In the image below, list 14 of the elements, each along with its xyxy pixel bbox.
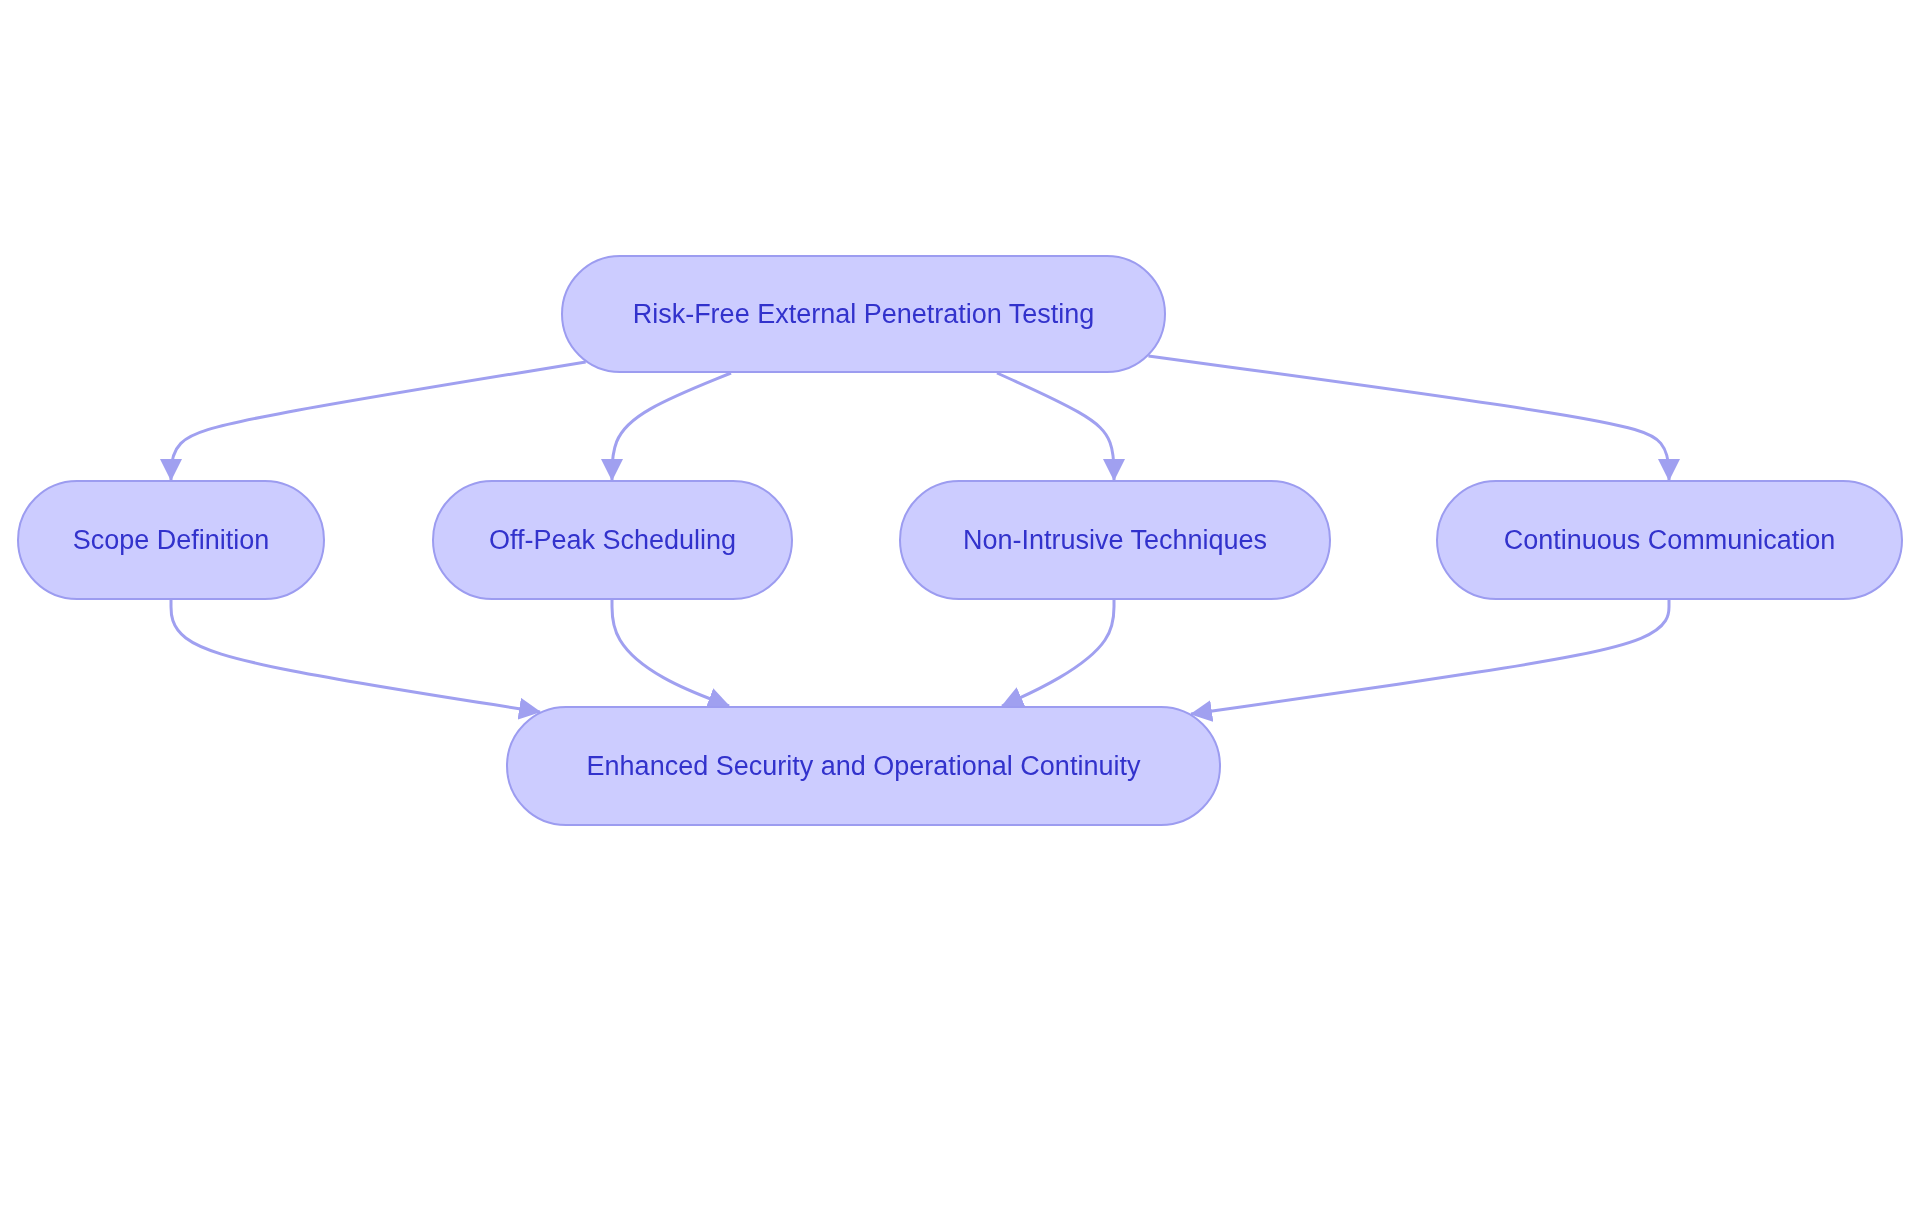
node-label: Risk-Free External Penetration Testing [632, 298, 1095, 330]
arrow [1190, 600, 1671, 722]
node-label: Non-Intrusive Techniques [962, 524, 1268, 556]
arrow [1001, 600, 1116, 708]
arrow [160, 360, 586, 481]
node-label: Off-Peak Scheduling [488, 524, 737, 556]
node-label: Enhanced Security and Operational Continuity [586, 750, 1141, 782]
node-label: Scope Definition [72, 524, 270, 556]
arrow [996, 371, 1125, 481]
arrow [610, 600, 730, 709]
node-label: Continuous Communication [1503, 524, 1836, 556]
arrow [601, 371, 732, 481]
arrow [1148, 354, 1680, 481]
arrow [169, 600, 541, 720]
